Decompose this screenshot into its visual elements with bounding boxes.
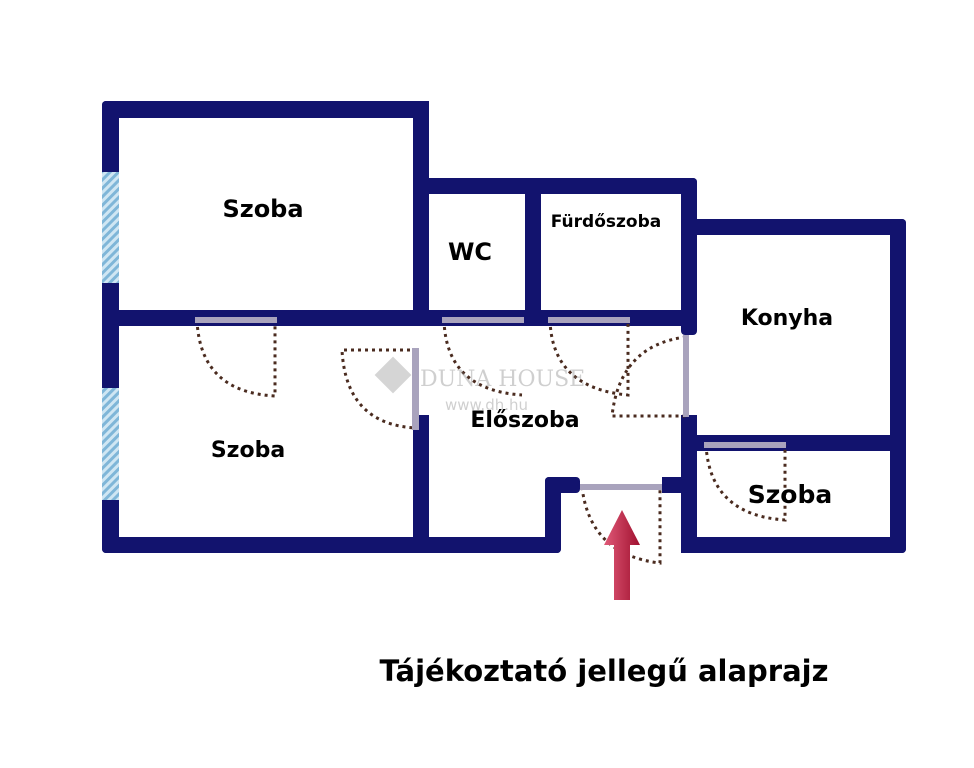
walls (102, 101, 906, 553)
room-label-eloszoba: Előszoba (470, 408, 579, 433)
room-label-szoba-left: Szoba (211, 438, 285, 463)
svg-text:www.dh.hu: www.dh.hu (445, 396, 528, 414)
window-top (102, 172, 119, 283)
room-label-szoba-right: Szoba (748, 480, 833, 509)
doors (195, 319, 787, 565)
room-label-wc: WC (448, 238, 492, 266)
caption: Tájékoztató jellegű alaprajz (379, 654, 828, 688)
watermark-logo: DUNA HOUSE www.dh.hu (374, 356, 585, 414)
room-label-szoba-top: Szoba (222, 195, 303, 223)
entrance-arrow-icon (604, 510, 640, 600)
window-bottom (102, 388, 119, 500)
room-label-konyha: Konyha (741, 306, 833, 331)
svg-text:DUNA HOUSE: DUNA HOUSE (420, 367, 585, 392)
room-label-furdoszoba: Fürdőszoba (551, 212, 661, 232)
door-thresholds (195, 317, 786, 490)
